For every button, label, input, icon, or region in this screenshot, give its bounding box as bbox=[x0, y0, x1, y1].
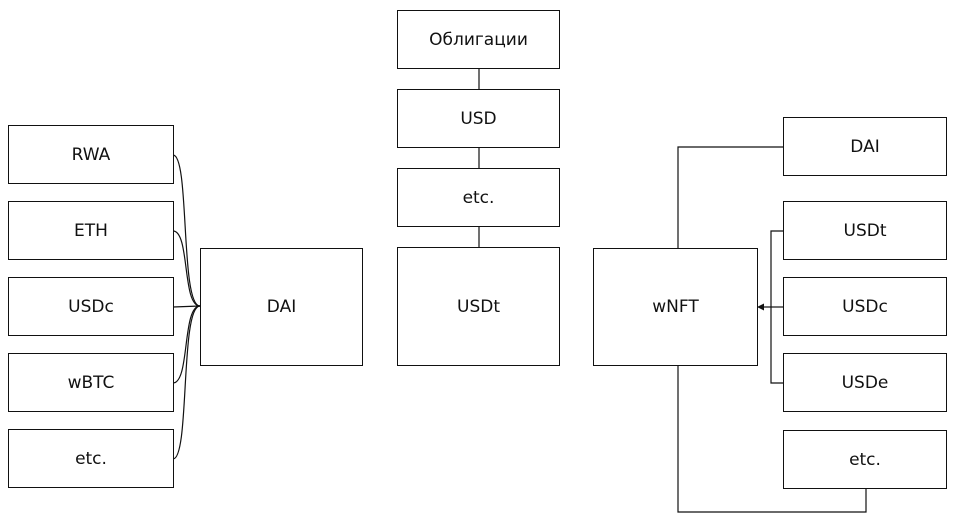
source-box-etc: etc. bbox=[8, 429, 174, 488]
right-label-dai: DAI bbox=[850, 136, 880, 157]
right-box-etc: etc. bbox=[783, 430, 947, 489]
right-box-usde: USDe bbox=[783, 353, 947, 412]
link-usdc-dai bbox=[172, 305, 201, 308]
source-box-usdc: USDc bbox=[8, 277, 174, 336]
source-label-eth: ETH bbox=[74, 220, 108, 241]
source-label-wbtc: wBTC bbox=[67, 372, 115, 393]
source-box-wbtc: wBTC bbox=[8, 353, 174, 412]
stack-label-usdt: USDt bbox=[457, 296, 500, 317]
wnft-label: wNFT bbox=[652, 297, 699, 317]
stack-box-usd: USD bbox=[397, 89, 560, 148]
right-label-usdc: USDc bbox=[842, 296, 888, 317]
stack-label-etc: etc. bbox=[462, 187, 495, 208]
stack-box-bonds: Облигации bbox=[397, 10, 560, 69]
stack-box-etc: etc. bbox=[397, 168, 560, 227]
target-label-dai: DAI bbox=[266, 297, 297, 317]
source-box-eth: ETH bbox=[8, 201, 174, 260]
right-label-usdt: USDt bbox=[843, 220, 887, 241]
stack-label-bonds: Облигации bbox=[429, 29, 528, 50]
stack-label-usd: USD bbox=[460, 108, 497, 129]
right-box-dai: DAI bbox=[783, 117, 947, 176]
wnft-box: wNFT bbox=[593, 248, 758, 366]
link-wbtc-dai bbox=[172, 305, 201, 384]
right-box-usdt: USDt bbox=[783, 201, 947, 260]
link-dai-wnft bbox=[677, 146, 783, 248]
link-rwa-dai bbox=[172, 154, 201, 307]
link-wnft-etc bbox=[677, 365, 867, 513]
right-label-usde: USDe bbox=[841, 372, 889, 393]
stack-box-usdt: USDt bbox=[397, 247, 560, 366]
source-label-usdc: USDc bbox=[68, 296, 114, 317]
arrow-head-icon bbox=[757, 303, 764, 311]
source-label-etc: etc. bbox=[75, 448, 107, 469]
link-eth-dai bbox=[172, 230, 201, 307]
right-label-etc: etc. bbox=[849, 449, 881, 470]
right-box-usdc: USDc bbox=[783, 277, 947, 336]
link-etc-dai bbox=[172, 305, 201, 460]
target-box-dai: DAI bbox=[200, 248, 363, 366]
source-box-rwa: RWA bbox=[8, 125, 174, 184]
source-label-rwa: RWA bbox=[71, 144, 111, 165]
